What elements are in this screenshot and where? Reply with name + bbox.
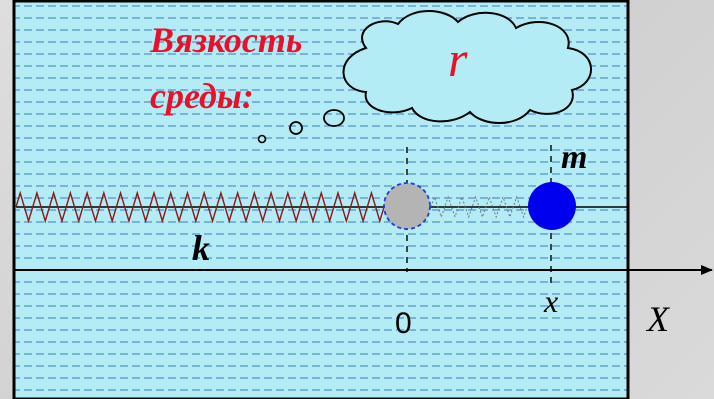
mass-label: m: [561, 139, 587, 176]
spring-constant-label: k: [192, 228, 210, 268]
position-label: x: [543, 283, 558, 319]
origin-label: 0: [395, 307, 412, 340]
extended-spring-segment: [430, 195, 528, 219]
mass-ball-icon: [528, 182, 576, 230]
equilibrium-ball-icon: [383, 182, 431, 230]
spring-zigzag-icon: [15, 190, 385, 224]
viscosity-title-line1: Вязкость: [149, 20, 302, 60]
viscosity-title-line2: среды:: [150, 76, 254, 116]
viscosity-coefficient-label: r: [448, 31, 468, 87]
x-axis-label: X: [645, 299, 671, 339]
thought-cloud-icon: [257, 10, 592, 144]
